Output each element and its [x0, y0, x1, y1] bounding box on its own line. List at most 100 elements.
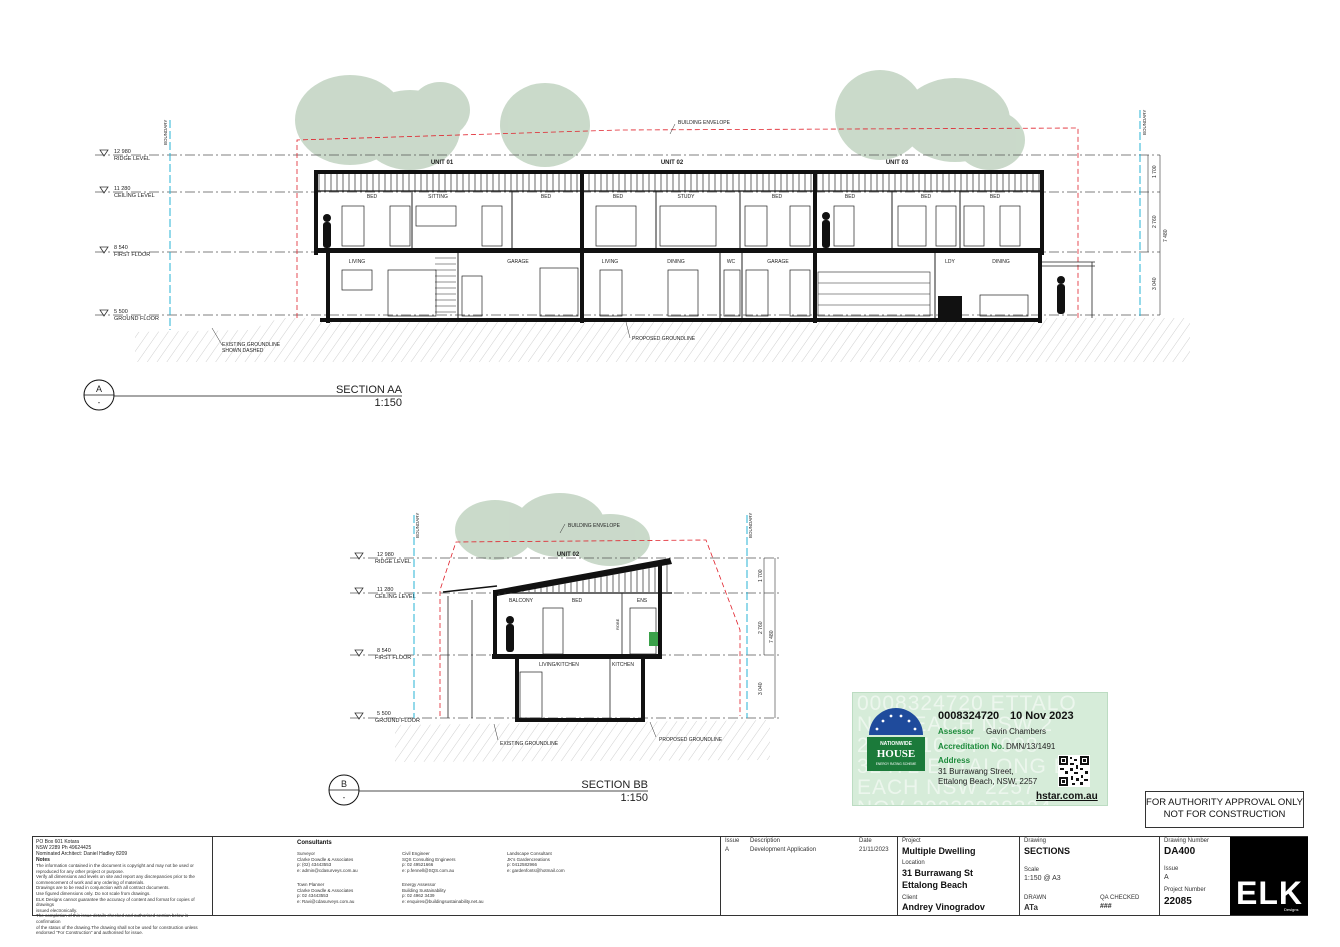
garage-door [817, 271, 931, 317]
project-number-label: Project Number [1164, 887, 1206, 893]
bb-marker-letter: B [341, 779, 347, 789]
issue-row-issue: A [725, 847, 730, 853]
aa-existing-groundline: EXISTING GROUNDLINE [222, 342, 281, 348]
aa-unit-02: UNIT 02 [661, 160, 684, 166]
issue-row-description: Development Application [750, 847, 817, 853]
aa-building-envelope-label: BUILDING ENVELOPE [678, 120, 731, 126]
scale-value: 1:150 @ A3 [1024, 875, 1061, 882]
project-number: 22085 [1164, 896, 1192, 907]
aa-level-ridge-value: 12 980 [114, 149, 131, 155]
aa-room-label: BED [772, 194, 783, 200]
aa-room-label: WC [727, 259, 736, 265]
aa-level-ceiling-name: CEILING LEVEL [114, 193, 155, 199]
project-label: Project [902, 838, 921, 844]
bb-level-first-value: 8 540 [377, 648, 391, 654]
section-aa-title: SECTION AA [336, 384, 403, 396]
bb-dim: 2 760 [758, 621, 764, 634]
aa-room-label: DINING [992, 259, 1010, 265]
bb-level-ridge-name: RIDGE LEVEL [375, 559, 411, 565]
aa-room-label: LDY [945, 259, 955, 265]
address-value: 31 Burrawang Street, Ettalong Beach, NSW… [938, 767, 1038, 786]
aa-unit-03: UNIT 03 [886, 160, 909, 166]
address-label: Address [938, 756, 971, 765]
notes-line: The completion of this issue details che… [36, 913, 189, 924]
issue-register-cell: Issue Description Date A Development App… [721, 837, 898, 915]
notes-line: Drawings are to be read in conjunction w… [36, 885, 170, 891]
accreditation-label: Accreditation No. [938, 742, 1005, 751]
office-line: Nominated Architect: Daniel Hadley 8209 [36, 851, 128, 857]
scale-label: Scale [1024, 867, 1040, 873]
aa-room-label: DINING [667, 259, 685, 265]
authority-approval-note: FOR AUTHORITY APPROVAL ONLY NOT FOR CONS… [1145, 791, 1304, 828]
assessor-label: Assessor [938, 727, 975, 736]
authority-line1: FOR AUTHORITY APPROVAL ONLY [1146, 797, 1303, 808]
bb-proposed-groundline: PROPOSED GROUNDLINE [659, 737, 723, 743]
building-envelope-bb [439, 539, 741, 716]
bb-level-first-name: FIRST FLOOR [375, 655, 411, 661]
consultant-surveyor: Surveyor Clarke Dowdle & Associates p: (… [297, 851, 358, 873]
notes-line: The information contained in the documen… [36, 863, 194, 868]
section-aa: 12 980 RIDGE LEVEL 11 280 CEILING LEVEL … [83, 70, 1190, 411]
drawing-title: SECTIONS [1024, 846, 1071, 856]
project-cell: Project Multiple Dwelling Location 31 Bu… [898, 837, 1020, 915]
issue-row-date: 21/11/2023 [859, 847, 889, 853]
authority-line2: NOT FOR CONSTRUCTION [1163, 809, 1286, 820]
bb-room-label: LIVING/KITCHEN [539, 662, 579, 668]
hstar-website-link[interactable]: hstar.com.au [1036, 791, 1098, 802]
logo-line3: ENERGY RATING SCHEME [876, 762, 917, 766]
nationwide-house-logo: NATIONWIDE HOUSE ENERGY RATING SCHEME [867, 708, 925, 771]
aa-dim: 2 760 [1152, 215, 1158, 228]
aa-room-label: BED [845, 194, 856, 200]
section-bb-title: SECTION BB [581, 779, 648, 791]
certificate-date: 10 Nov 2023 [1010, 710, 1074, 722]
aa-level-ceiling-value: 11 280 [114, 186, 130, 192]
notes-line: Use figured dimensions only. Do not scal… [36, 890, 151, 896]
aa-room-label: STUDY [678, 194, 696, 200]
certificate-number: 0008324720 [938, 710, 1000, 722]
issue-header: Issue [725, 838, 740, 844]
aa-room-label: BED [541, 194, 552, 200]
section-aa-scale: 1:150 [374, 397, 402, 409]
issue-label: Issue [1164, 866, 1179, 872]
bb-marker-sheet: - [343, 793, 346, 802]
date-header: Date [859, 838, 872, 844]
aa-room-label: GARAGE [507, 259, 529, 265]
section-bb-scale: 1:150 [620, 792, 648, 804]
aa-room-label: LIVING [602, 259, 619, 265]
qr-code-icon [1058, 755, 1090, 787]
logo-line2: HOUSE [877, 748, 916, 760]
bb-level-ground-name: GROUND FLOOR [375, 718, 420, 724]
office-notes-cell: PO Box 601 Kotara NSW 2289 Ph 49624425 N… [33, 837, 213, 935]
level-markers [99, 149, 109, 317]
consultant-civil: Civil Engineer SQS Consulting Engineers … [402, 851, 456, 873]
client-name: Andrey Vinogradov [902, 902, 985, 912]
aa-room-label: GARAGE [767, 259, 789, 265]
location-label: Location [902, 860, 925, 866]
bb-room-label: KITCHEN [612, 662, 634, 668]
aa-level-ridge-name: RIDGE LEVEL [114, 156, 150, 162]
scale-figure [506, 616, 514, 652]
bb-dim: 3 040 [758, 682, 764, 695]
bb-existing-groundline: EXISTING GROUNDLINE [500, 741, 559, 747]
qa-label: QA CHECKED [1100, 895, 1140, 901]
project-name: Multiple Dwelling [902, 846, 976, 856]
drawn-label: DRAWN [1024, 895, 1047, 901]
drawn-value: ATa [1024, 903, 1038, 912]
scale-figure [323, 212, 1065, 314]
logo-subtext: Designs [1284, 907, 1299, 912]
aa-room-label: BED [613, 194, 624, 200]
nathers-certificate-stamp: 0008324720 ETTALO NG BEACH NSW 2 2571010… [852, 692, 1108, 806]
skillion-roof [495, 558, 672, 596]
aa-level-ground-value: 5 500 [114, 309, 128, 315]
aa-boundary-right: BOUNDARY [1142, 110, 1147, 135]
client-label: Client [902, 895, 918, 901]
drawing-cell: Drawing SECTIONS Scale 1:150 @ A3 DRAWN … [1020, 837, 1160, 915]
notes-line: Verify all dimensions and levels on site… [36, 874, 195, 880]
bb-boundary-left: BOUNDARY [415, 513, 420, 538]
location-line1: 31 Burrawang St [902, 868, 974, 878]
aa-dim: 1 700 [1152, 165, 1158, 178]
consultant-landscape: Landscape Consultant JK's Gardencreation… [507, 851, 565, 873]
drawing-number-label: Drawing Number [1164, 838, 1210, 844]
bb-level-ridge-value: 12 980 [377, 552, 394, 558]
